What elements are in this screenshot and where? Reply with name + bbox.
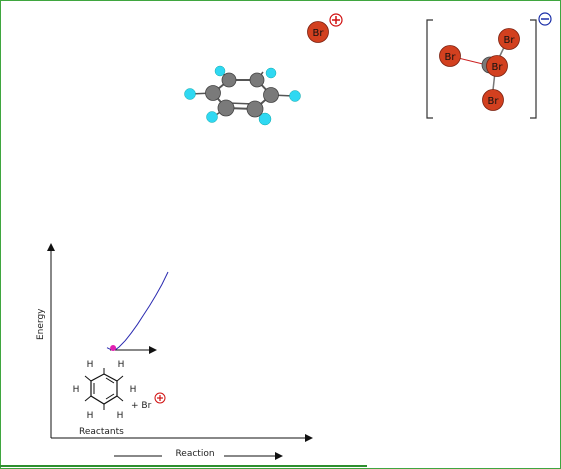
plus-bromine-label: + Br	[131, 401, 152, 411]
bromonium-ion: Br	[307, 13, 343, 43]
hydrogen-atom	[265, 67, 277, 79]
h-bond	[116, 395, 124, 402]
hydrogen-atom	[214, 65, 226, 77]
bromine-atom	[486, 55, 508, 77]
bromine-label: Br	[488, 96, 500, 107]
bromine-label: Br	[492, 62, 504, 73]
carbon-atom	[249, 72, 265, 88]
hydrogen-atom	[258, 112, 272, 126]
bromine-label: Br	[313, 28, 325, 39]
h-bond	[116, 375, 124, 382]
hydrogen-label: H	[117, 411, 124, 421]
h-bond	[84, 375, 92, 382]
benzene-model	[184, 65, 301, 126]
bromine-label: Br	[445, 52, 457, 63]
reaction-progress-marker	[110, 345, 117, 351]
left-bracket	[426, 19, 433, 119]
ring-double-bond	[105, 393, 115, 400]
tribromide-complex: Br Br Br Br	[426, 12, 552, 119]
hydrogen-atom	[289, 90, 301, 102]
carbon-atom	[246, 100, 264, 118]
right-bracket	[530, 19, 537, 119]
bromine-atom	[439, 45, 461, 67]
x-axis-label: Reaction	[175, 449, 214, 459]
progress-bar	[0, 465, 367, 467]
bromine-atom	[307, 21, 329, 43]
carbon-atom	[221, 72, 237, 88]
hydrogen-atom	[206, 111, 218, 123]
carbon-atom	[205, 85, 221, 101]
energy-curve	[106, 271, 169, 351]
bromine-atom	[482, 89, 504, 111]
hydrogen-label: H	[73, 385, 80, 395]
hydrogen-label: H	[130, 385, 137, 395]
hydrogen-label: H	[87, 411, 94, 421]
hydrogen-label: H	[118, 360, 125, 370]
reactants-label: Reactants	[79, 427, 124, 437]
y-axis-label: Energy	[36, 308, 46, 340]
benzene-ring	[90, 373, 118, 405]
bromine-atom	[498, 28, 520, 50]
h-bond	[84, 395, 92, 402]
hydrogen-label: H	[87, 360, 94, 370]
benzene-structure: H H H H H H	[73, 360, 137, 421]
bromine-label: Br	[504, 35, 516, 46]
carbon-atom	[263, 87, 279, 103]
carbon-atom	[217, 99, 235, 117]
hydrogen-atom	[184, 88, 196, 100]
ring-double-bond	[105, 377, 115, 384]
